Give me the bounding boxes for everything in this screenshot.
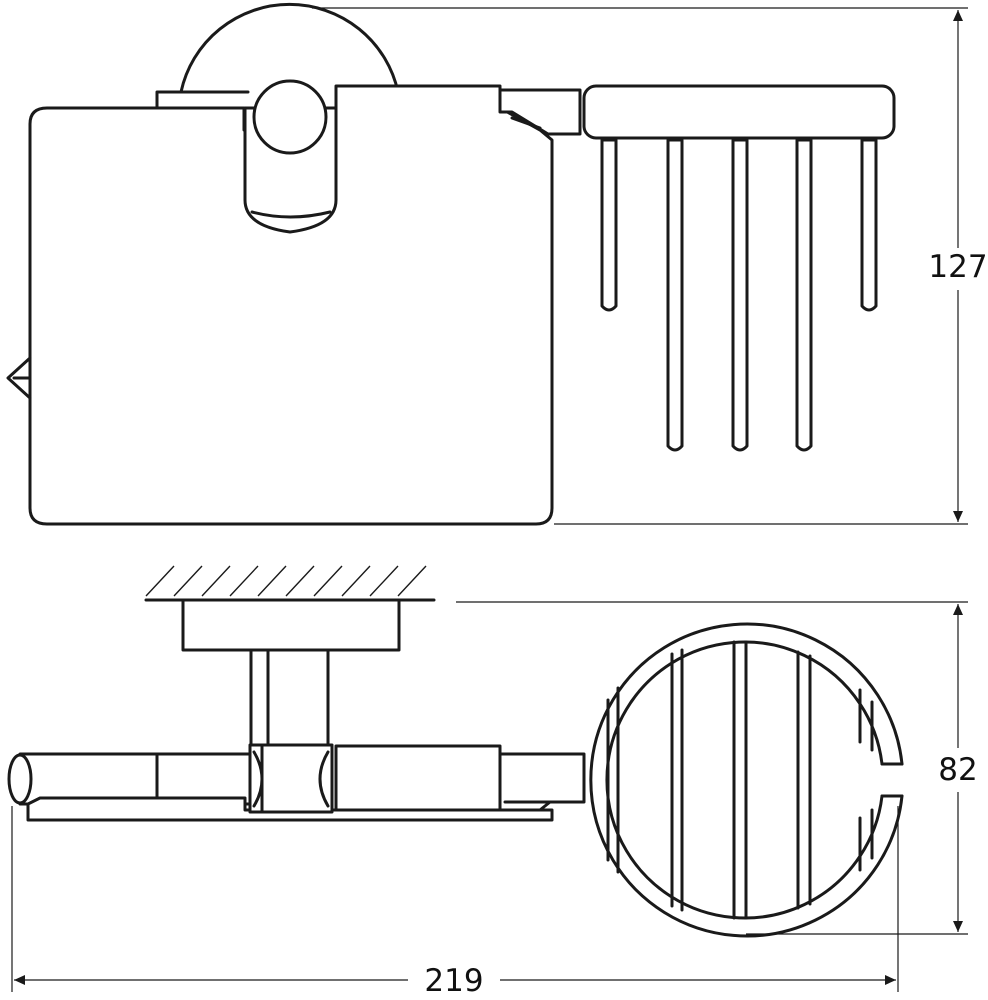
ring-wires bbox=[606, 640, 874, 920]
dimension-depth-label: 82 bbox=[938, 752, 977, 788]
hinge-block bbox=[248, 743, 334, 814]
basket-wire bbox=[666, 138, 684, 452]
wall-post bbox=[249, 648, 330, 747]
cover-box-top bbox=[334, 744, 502, 812]
wall-flange-outline bbox=[179, 3, 400, 94]
hinge-knob bbox=[252, 79, 328, 155]
wall-hatching bbox=[145, 565, 427, 597]
basket-wire bbox=[600, 138, 618, 312]
basket-wire bbox=[795, 138, 813, 452]
wall-flange bbox=[181, 598, 401, 652]
basket-ring-inner bbox=[605, 640, 884, 920]
basket-ring-outer bbox=[589, 622, 904, 938]
dimension-width-label: 219 bbox=[424, 963, 483, 999]
top-view: 82 219 bbox=[7, 565, 978, 999]
basket-top-bar bbox=[582, 84, 896, 140]
basket-wire bbox=[731, 138, 749, 452]
side-catch bbox=[6, 356, 32, 400]
hinge-curve-right bbox=[318, 750, 330, 808]
mounting-plate bbox=[155, 90, 250, 110]
basket-wire bbox=[860, 138, 878, 312]
front-view: 127 bbox=[6, 3, 988, 526]
basket-wires bbox=[600, 138, 878, 452]
roll-end-cap bbox=[7, 753, 33, 805]
connector-edge bbox=[510, 116, 542, 130]
hinge-arm-lower bbox=[250, 210, 332, 219]
connector-bracket bbox=[498, 88, 582, 136]
dimension-height-label: 127 bbox=[928, 249, 987, 285]
